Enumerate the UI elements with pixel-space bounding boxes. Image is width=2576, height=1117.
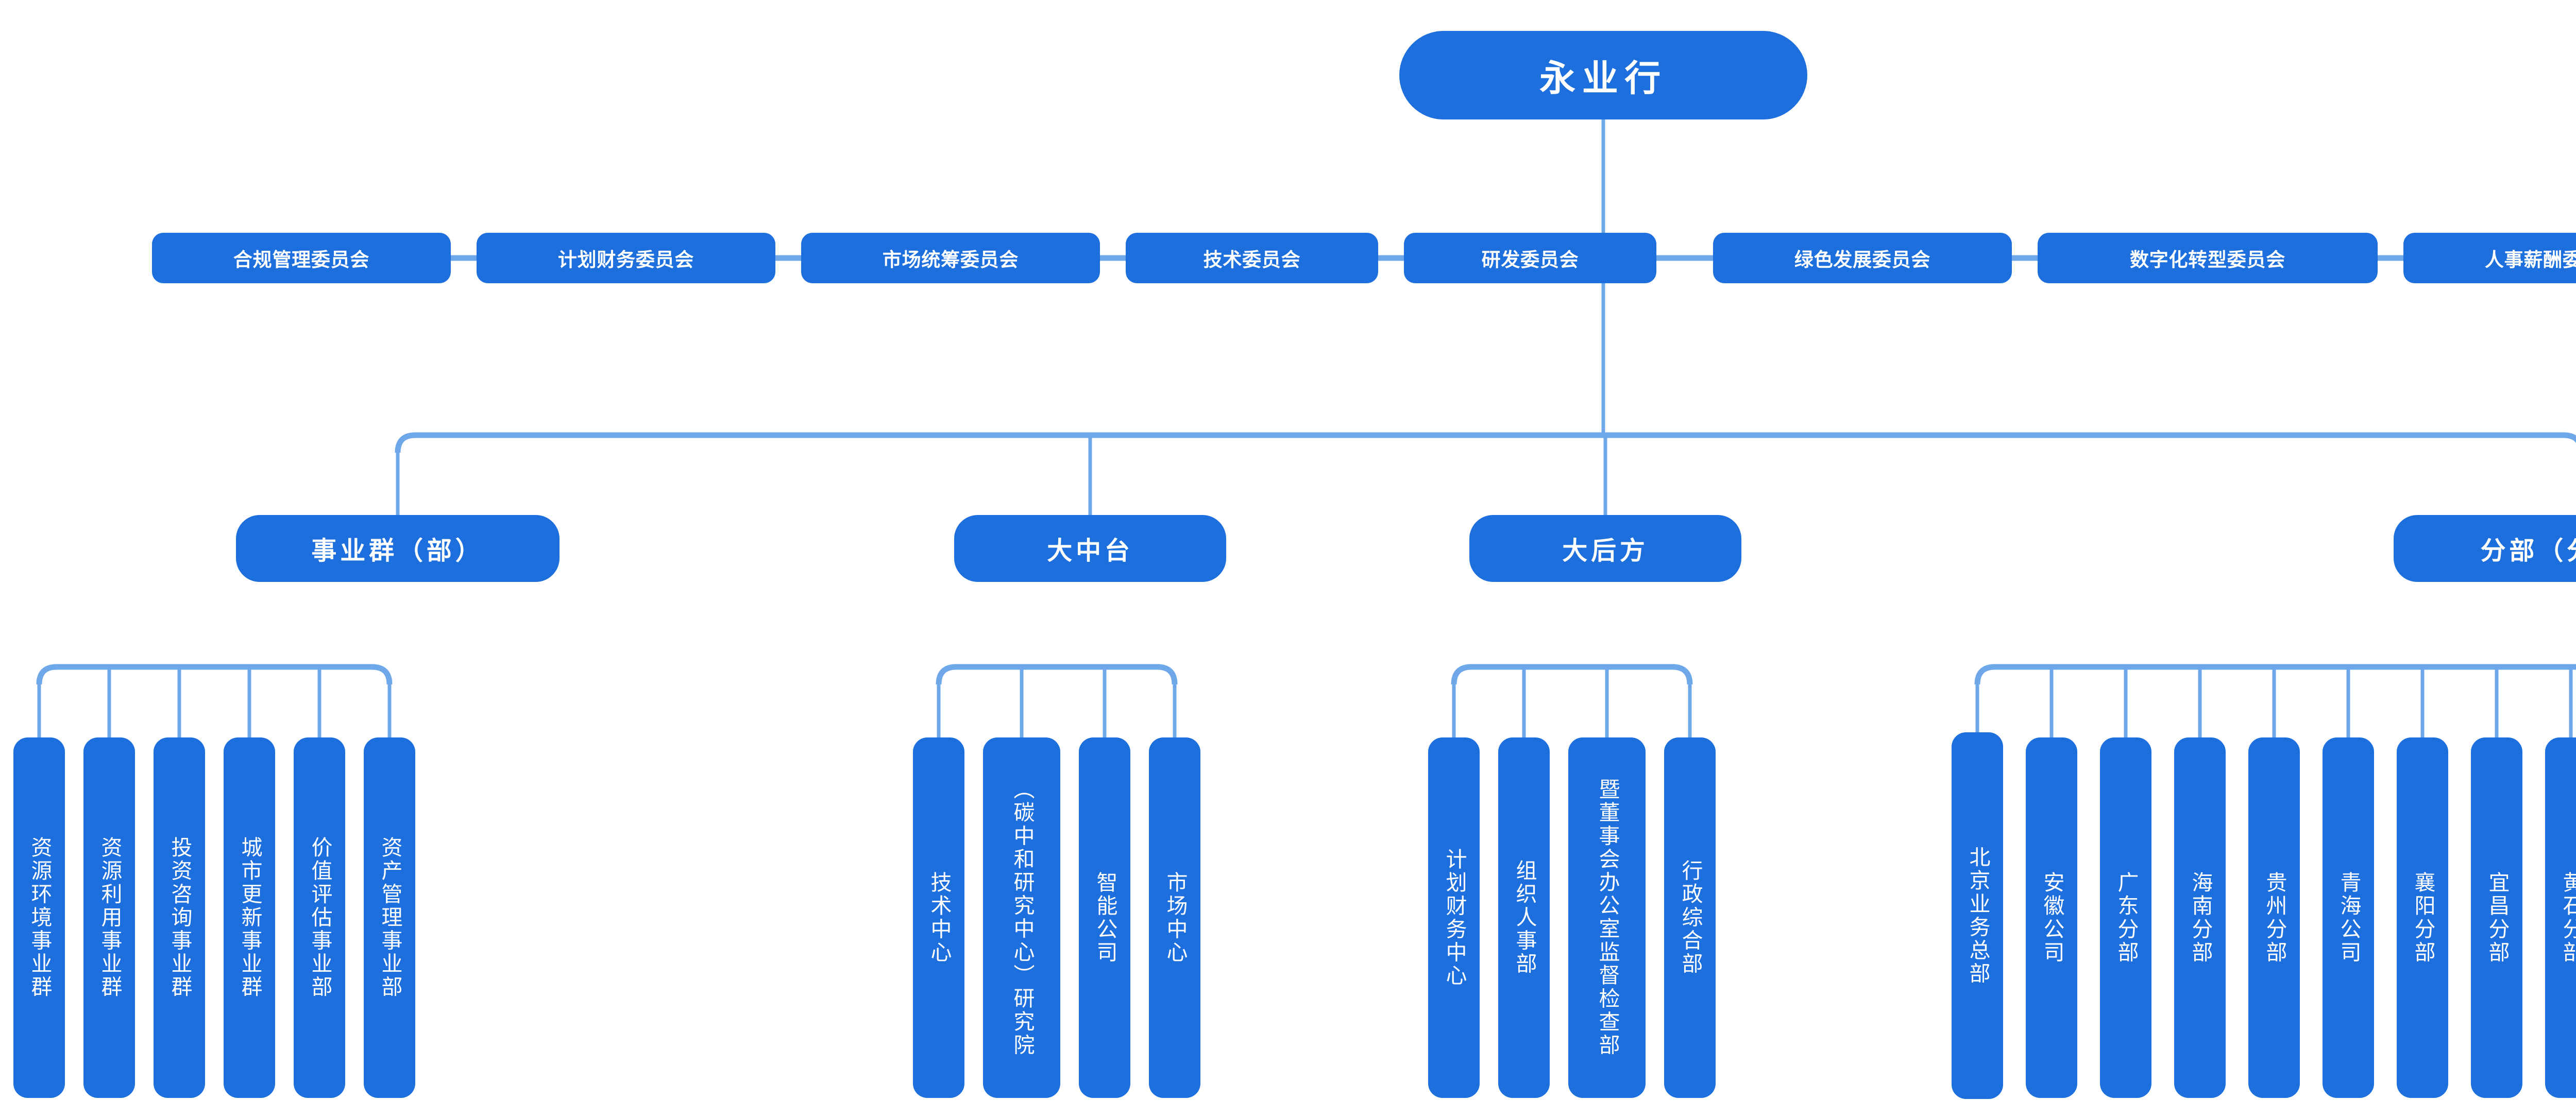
leaf-node-bg0-2[interactable]: 投资咨询事业群 (154, 737, 205, 1098)
committee-node-6[interactable]: 数字化转型委员会 (2038, 233, 2378, 283)
leaf-node-bg0-0[interactable]: 资源环境事业群 (13, 737, 65, 1098)
committee-node-2[interactable]: 市场统筹委员会 (801, 233, 1100, 283)
leaf-label-primary: 监督检查部 (1595, 941, 1619, 1057)
leaf-node-bg2-0[interactable]: 计划财务中心 (1428, 737, 1480, 1098)
leaf-node-bg1-2[interactable]: 智能公司 (1079, 737, 1130, 1098)
leaf-node-bg2-1[interactable]: 组织人事部 (1498, 737, 1550, 1098)
root-node[interactable]: 永业行 (1399, 31, 1807, 119)
leaf-node-bg3-0[interactable]: 北京业务总部 (1952, 732, 2003, 1099)
leaf-node-bg3-8[interactable]: 黄石分部 (2545, 737, 2576, 1098)
leaf-node-bg3-6[interactable]: 襄阳分部 (2397, 737, 2448, 1098)
committee-node-4[interactable]: 研发委员会 (1404, 233, 1656, 283)
leaf-node-bg3-1[interactable]: 安徽公司 (2026, 737, 2077, 1098)
committee-node-3[interactable]: 技术委员会 (1126, 233, 1378, 283)
committee-node-5[interactable]: 绿色发展委员会 (1713, 233, 2012, 283)
leaf-node-bg3-2[interactable]: 广东分部 (2100, 737, 2151, 1098)
committee-node-7[interactable]: 人事薪酬委员会 (2403, 233, 2576, 283)
leaf-node-bg1-3[interactable]: 市场中心 (1149, 737, 1200, 1098)
division-node-2[interactable]: 大后方 (1469, 515, 1741, 582)
leaf-label-primary: 研究院 (1010, 987, 1034, 1057)
leaf-node-bg1-0[interactable]: 技术中心 (913, 737, 964, 1098)
leaf-node-bg0-3[interactable]: 城市更新事业群 (224, 737, 275, 1098)
committee-node-1[interactable]: 计划财务委员会 (477, 233, 775, 283)
leaf-node-bg1-1[interactable]: （碳中和研究中心） 研究院 (983, 737, 1060, 1098)
leaf-node-bg2-2[interactable]: 暨董事会办公室 监督检查部 (1568, 737, 1646, 1098)
leaf-node-bg3-5[interactable]: 青海公司 (2323, 737, 2374, 1098)
leaf-node-bg0-5[interactable]: 资产管理事业部 (364, 737, 415, 1098)
leaf-node-bg3-3[interactable]: 海南分部 (2174, 737, 2226, 1098)
leaf-node-bg3-4[interactable]: 贵州分部 (2248, 737, 2300, 1098)
division-node-3[interactable]: 分部（分公司） (2394, 515, 2576, 582)
division-node-1[interactable]: 大中台 (954, 515, 1226, 582)
leaf-node-bg0-4[interactable]: 价值评估事业部 (294, 737, 345, 1098)
leaf-label-secondary: （碳中和研究中心） (1010, 778, 1034, 988)
leaf-node-bg3-7[interactable]: 宜昌分部 (2471, 737, 2522, 1098)
division-node-0[interactable]: 事业群（部） (236, 515, 560, 582)
leaf-node-bg0-1[interactable]: 资源利用事业群 (83, 737, 135, 1098)
leaf-label-secondary: 暨董事会办公室 (1595, 778, 1619, 941)
leaf-node-bg2-3[interactable]: 行政综合部 (1664, 737, 1716, 1098)
committee-node-0[interactable]: 合规管理委员会 (152, 233, 451, 283)
